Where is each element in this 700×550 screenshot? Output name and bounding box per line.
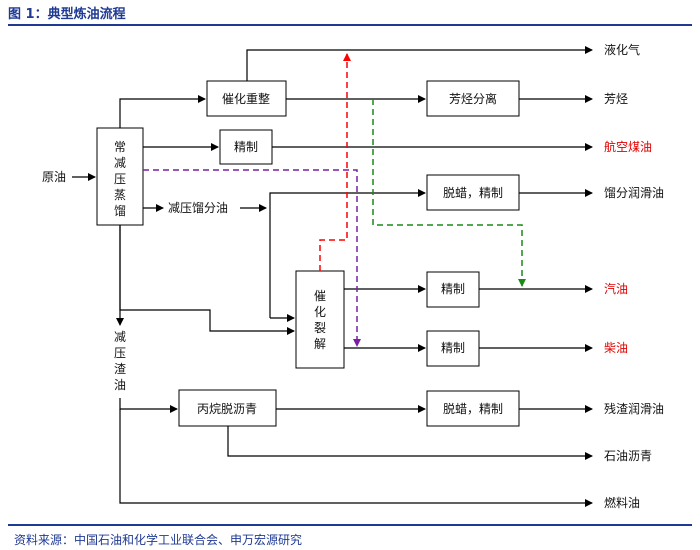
product-asphalt: 石油沥青: [604, 449, 652, 463]
distill-label-4: 蒸: [114, 188, 126, 202]
refine3-box: [426, 330, 480, 367]
cracking-label-4: 解: [314, 337, 326, 351]
figure-title: 图 1：典型炼油流程: [8, 7, 126, 22]
dashed-green-reforming-to-gasoline: [372, 99, 526, 287]
arrow-deasphalt-to-asphalt: [227, 426, 593, 460]
deasphalt-label: 丙烷脱沥青: [197, 401, 257, 416]
residue-label-1: 减: [114, 330, 126, 344]
arrow-residue-to-fuel-oil: [119, 409, 593, 507]
arrow-distillation-to-reforming: [119, 95, 206, 128]
residue-label-3: 渣: [114, 362, 126, 376]
vgo-label: 减压馏分油: [168, 201, 228, 215]
reforming-label: 催化重整: [222, 91, 270, 106]
dewax2-box: [426, 390, 520, 427]
product-diesel: 柴油: [604, 341, 628, 355]
product-jet-fuel: 航空煤油: [604, 139, 652, 154]
aromatics-sep-label: 芳烃分离: [449, 91, 497, 106]
product-aromatics: 芳烃: [604, 92, 628, 106]
cracking-label-3: 裂: [314, 321, 326, 335]
aromatics-sep-box: [426, 80, 520, 117]
arrow-residue-to-deasphalt: [119, 398, 178, 413]
dashed-red-cracking-to-lpg: [319, 53, 351, 271]
product-lpg: 液化气: [604, 42, 640, 57]
cracking-box: [295, 270, 345, 369]
product-fuel-oil: 燃料油: [604, 495, 640, 510]
distillation-box: [96, 127, 144, 226]
residue-label-2: 压: [114, 346, 126, 360]
distill-label-3: 压: [114, 172, 126, 186]
arrow-distillation-to-cracking: [119, 225, 295, 335]
refine1-label: 精制: [234, 140, 258, 154]
dewax2-label: 脱蜡，精制: [443, 401, 503, 416]
cracking-label-2: 化: [314, 305, 326, 319]
arrow-vgo-to-dewax1: [269, 189, 426, 318]
distill-label-2: 减: [114, 156, 126, 170]
refine2-label: 精制: [441, 282, 465, 296]
refine3-label: 精制: [441, 341, 465, 355]
source-note: 资料来源：中国石油和化学工业联合会、申万宏源研究: [14, 533, 303, 547]
product-distillate-lube: 馏分润滑油: [604, 186, 664, 200]
refine1-box: [219, 129, 273, 165]
crude-label: 原油: [42, 170, 66, 184]
dewax1-label: 脱蜡，精制: [443, 185, 503, 200]
distill-label-5: 馏: [114, 204, 126, 218]
product-residue-lube: 残渣润滑油: [604, 402, 664, 416]
cracking-label-1: 催: [314, 289, 326, 303]
title-divider: [8, 24, 692, 26]
refine2-box: [426, 271, 480, 308]
residue-label-4: 油: [114, 378, 126, 392]
product-gasoline: 汽油: [604, 281, 628, 296]
distill-label-1: 常: [114, 140, 126, 154]
dashed-purple-distillation-to-diesel: [143, 169, 361, 347]
source-divider: [8, 524, 692, 526]
arrow-reforming-to-lpg: [246, 46, 593, 81]
